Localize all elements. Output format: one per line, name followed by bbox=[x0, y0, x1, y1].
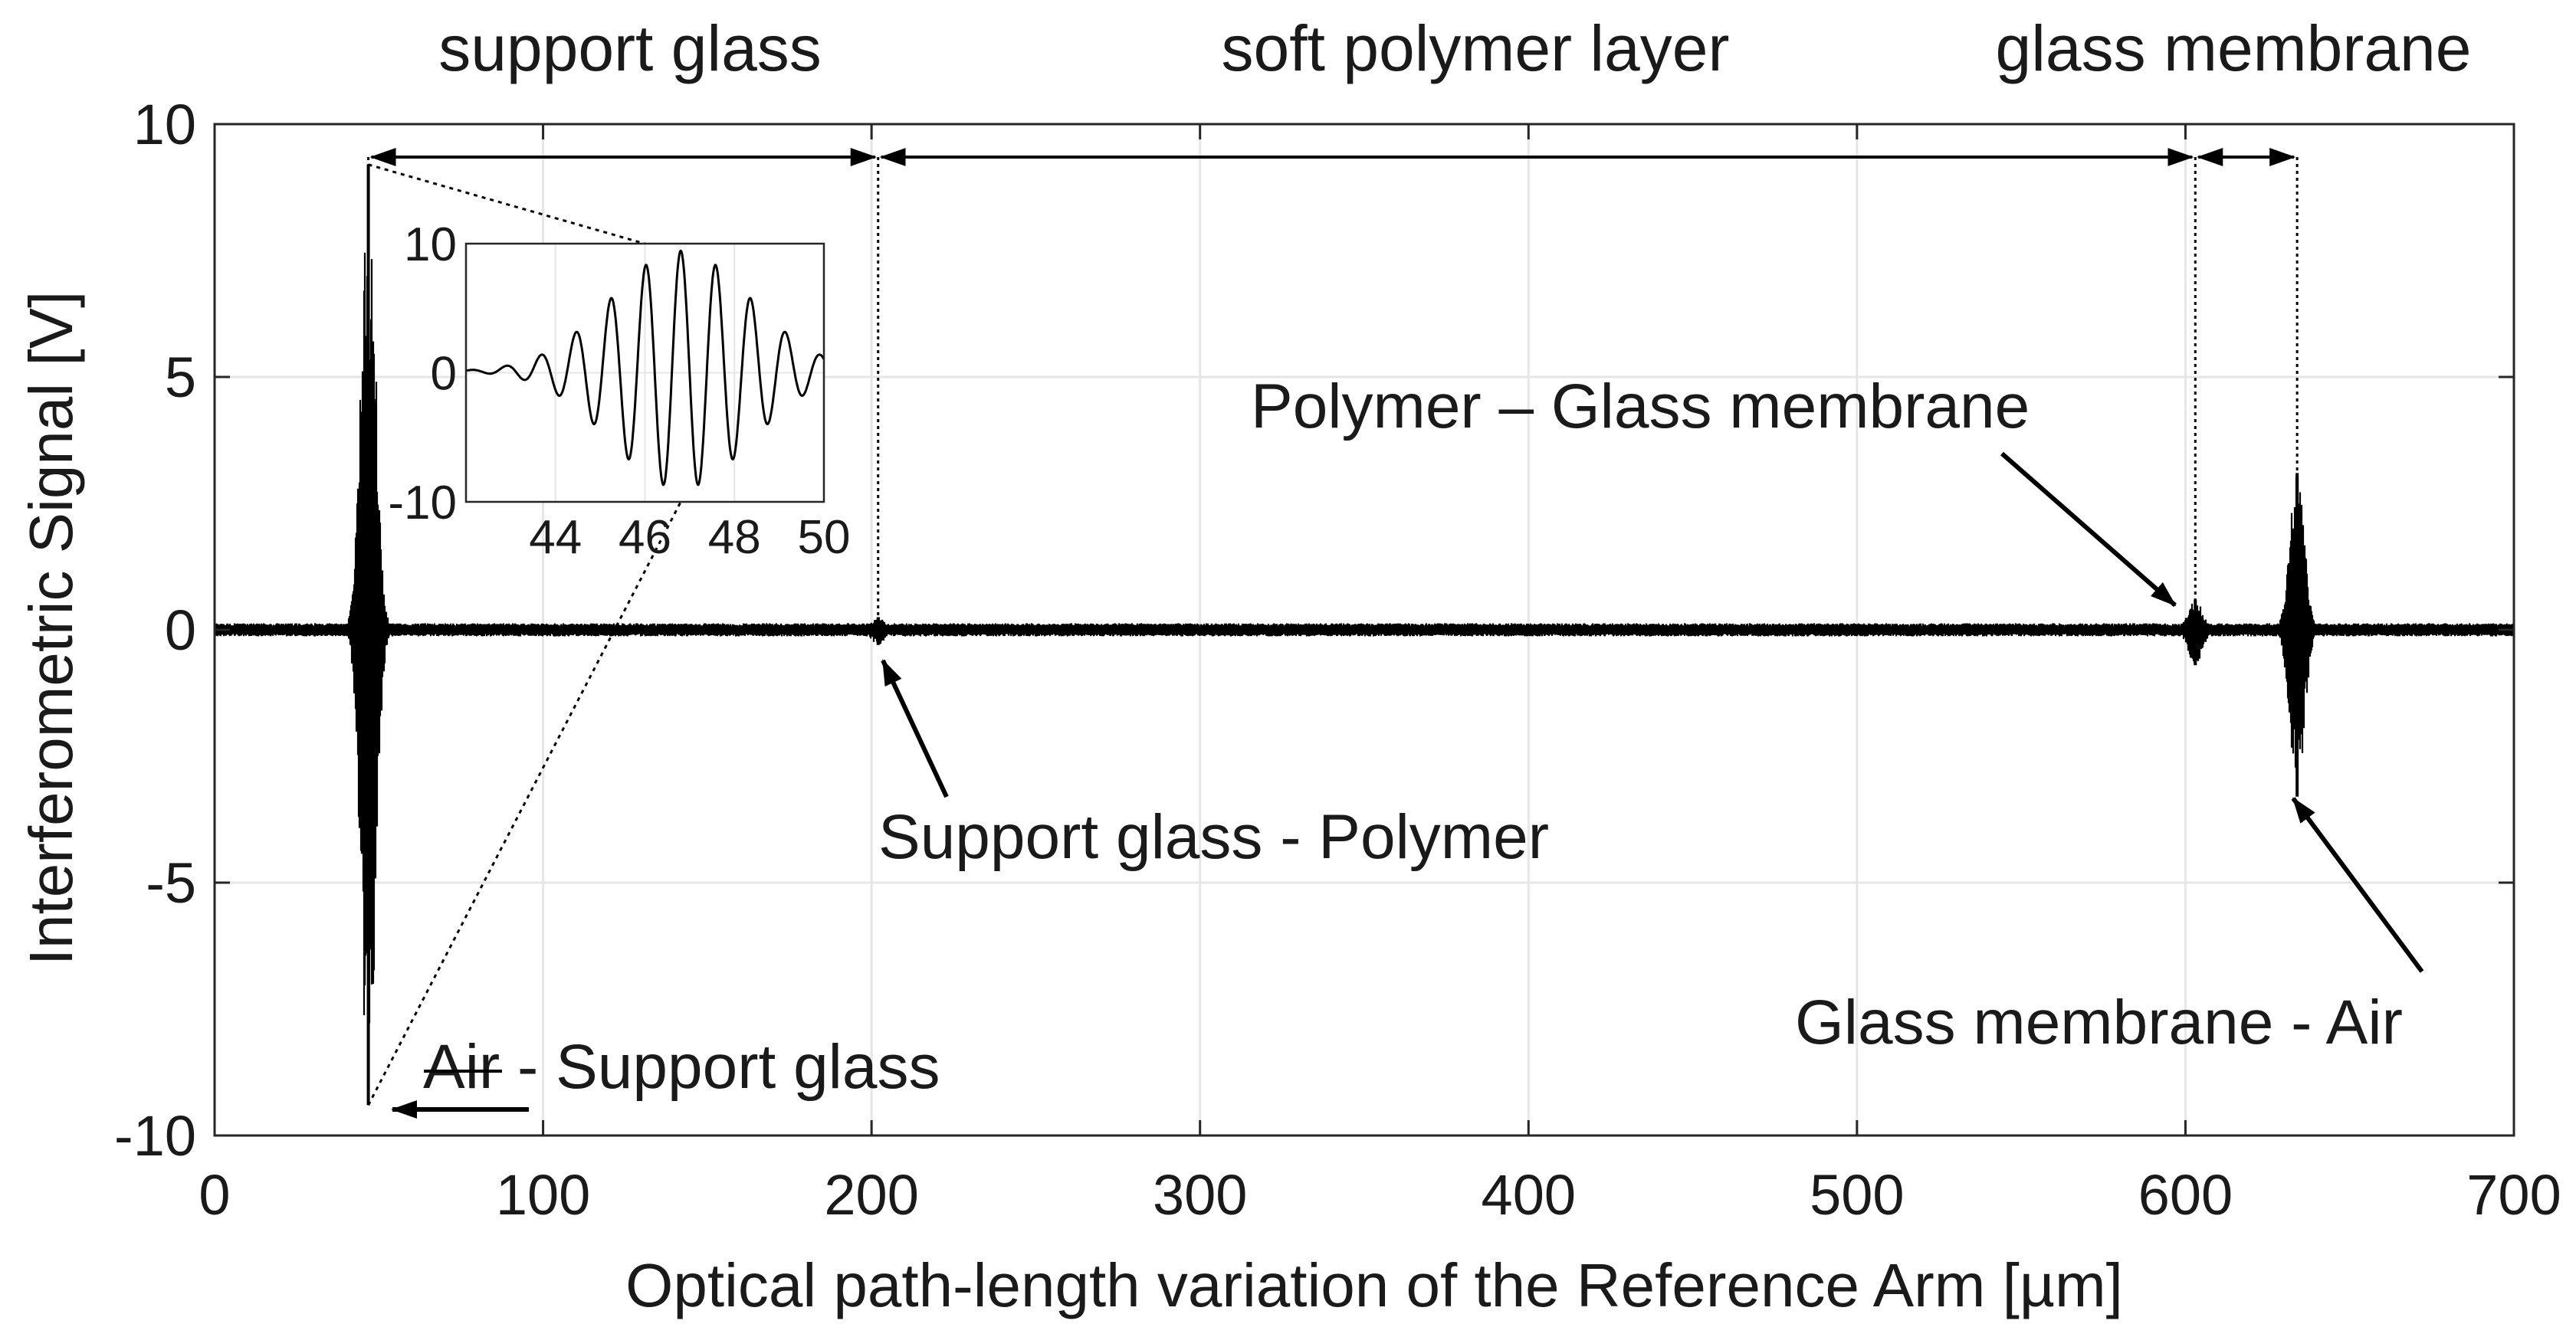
inset-x-tick-label: 50 bbox=[798, 511, 851, 564]
layer-spans: support glass soft polymer layer glass mem… bbox=[367, 12, 2472, 618]
annotation-arrow-support-polymer bbox=[881, 659, 949, 798]
x-axis-label: Optical path-length variation of the Ref… bbox=[625, 1251, 2123, 1319]
x-tick-label: 100 bbox=[496, 1163, 590, 1227]
x-tick-label: 700 bbox=[2466, 1163, 2561, 1227]
x-tick-label: 0 bbox=[199, 1163, 230, 1227]
annotation-polymer-membrane: Polymer – Glass membrane bbox=[1251, 372, 2030, 441]
x-tick-label: 400 bbox=[1482, 1163, 1576, 1227]
annotation-arrow-polymer-membrane bbox=[2000, 451, 2177, 608]
layer-label-0: support glass bbox=[438, 12, 822, 84]
y-tick-label: -5 bbox=[146, 851, 196, 915]
inset-x-tick-label: 44 bbox=[529, 511, 582, 564]
x-tick-label: 600 bbox=[2138, 1163, 2233, 1227]
inset-y-tick-label: 0 bbox=[431, 348, 457, 401]
inset-frame bbox=[464, 242, 825, 503]
annotation-membrane-air: Glass membrane - Air bbox=[1795, 988, 2403, 1057]
annotation-support-polymer: Support glass - Polymer bbox=[878, 802, 1549, 872]
annotation-arrow-membrane-air bbox=[2291, 797, 2424, 973]
annotation-air-support: Air - Support glass bbox=[423, 1032, 940, 1102]
y-tick-label: 5 bbox=[165, 346, 196, 409]
layer-label-1: soft polymer layer bbox=[1222, 12, 1730, 84]
x-tick-label: 300 bbox=[1153, 1163, 1247, 1227]
y-tick-label: 0 bbox=[165, 598, 196, 662]
y-axis-label: Interferometric Signal [V] bbox=[17, 291, 85, 965]
inset-signal-trace bbox=[465, 249, 825, 487]
layer-label-2: glass membrane bbox=[1996, 12, 2472, 84]
inset-y-tick-label: 10 bbox=[404, 218, 457, 271]
inset-x-tick-label: 46 bbox=[619, 511, 671, 564]
zoom-line-top bbox=[368, 163, 681, 255]
y-tick-label: 10 bbox=[133, 93, 196, 156]
inset-plot: 44 46 48 50 10 0 -10 bbox=[388, 218, 850, 564]
annotations: Air - Support glass Support glass - Polym… bbox=[391, 372, 2424, 1119]
zoom-lines bbox=[367, 163, 682, 1106]
y-tick-label: -10 bbox=[114, 1104, 196, 1168]
series bbox=[213, 164, 2515, 1106]
inset-y-tick-label: -10 bbox=[388, 477, 457, 529]
x-tick-label: 500 bbox=[1810, 1163, 1904, 1227]
zoom-line-bottom bbox=[367, 501, 682, 1106]
x-tick-label: 200 bbox=[824, 1163, 918, 1227]
inset-x-tick-label: 48 bbox=[708, 511, 761, 564]
